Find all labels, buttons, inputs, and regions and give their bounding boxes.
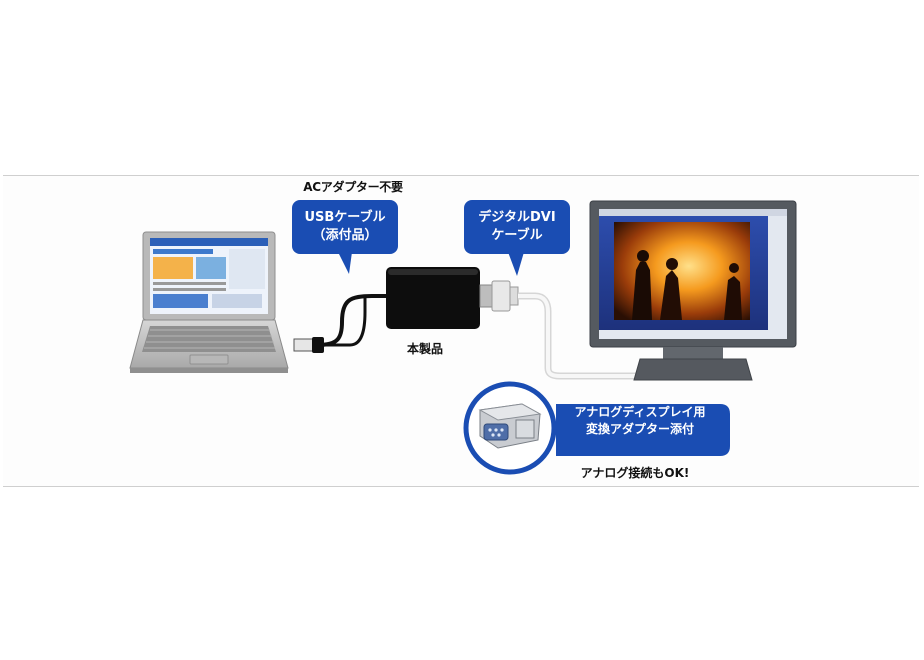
dvi-cable-line2: ケーブル	[491, 228, 543, 243]
usb-cable-line2: （添付品）	[312, 228, 378, 243]
monitor-icon	[589, 200, 797, 381]
vga-adapter-icon	[478, 403, 542, 449]
usb-cable	[317, 294, 390, 347]
vga-adapter-line2: 変換アダプター添付	[585, 422, 694, 436]
dvi-cable-callout	[464, 200, 570, 276]
vga-adapter-label: アナログディスプレイ用 変換アダプター添付	[550, 404, 730, 438]
laptop-icon	[129, 231, 289, 373]
product-label: 本製品	[406, 342, 443, 356]
usb-cable-line1: USBケーブル	[304, 210, 386, 225]
display-adapter-device	[386, 267, 480, 329]
usb-cable-callout	[292, 200, 398, 274]
usb-plug	[293, 338, 315, 352]
ac-adapter-note: ACアダプター不要	[303, 180, 403, 194]
dvi-cable-label: デジタルDVI ケーブル	[465, 209, 569, 245]
analog-ok-note: アナログ接続もOK!	[580, 466, 690, 480]
usb-cable-label: USBケーブル （添付品）	[293, 209, 397, 245]
dvi-cable-line1: デジタルDVI	[478, 210, 556, 225]
vga-adapter-line1: アナログディスプレイ用	[574, 405, 706, 419]
